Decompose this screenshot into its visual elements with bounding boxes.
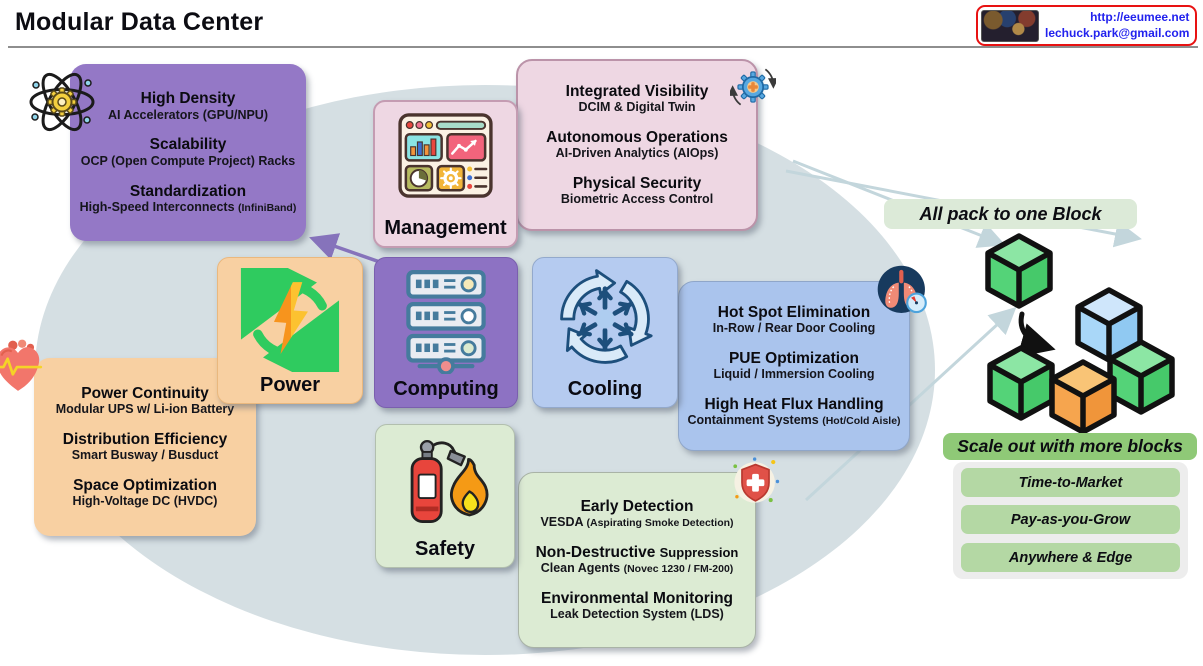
feature-sub: High-Speed Interconnects (InfiniBand) [79, 199, 297, 214]
author-contact-box: http://eeumee.net lechuck.park@gmail.com [976, 5, 1197, 46]
feature-item: Scalability OCP (Open Compute Project) R… [72, 136, 304, 168]
cube-cluster-icon [987, 287, 1175, 435]
atom-icon [29, 72, 95, 132]
lungs-timer-icon [877, 265, 927, 314]
feature-title: Physical Security [572, 175, 702, 193]
feature-sub: Smart Busway / Busduct [71, 448, 219, 463]
feature-item: Early Detection VESDA (Aspirating Smoke … [521, 498, 753, 530]
energy-cycle-icon [240, 268, 340, 372]
module-computing: Computing [374, 257, 518, 408]
benefit-pay-as-you-grow: Pay-as-you-Grow [961, 505, 1180, 534]
feature-sub: OCP (Open Compute Project) Racks [80, 153, 296, 168]
feature-item: Space Optimization High-Voltage DC (HVDC… [36, 477, 254, 509]
author-contact-lines: http://eeumee.net lechuck.park@gmail.com [1045, 10, 1189, 41]
benefit-time-to-market: Time-to-Market [961, 468, 1180, 497]
module-label-cooling: Cooling [567, 378, 643, 400]
feature-sub: VESDA (Aspirating Smoke Detection) [540, 515, 734, 530]
feature-item: PUE Optimization Liquid / Immersion Cool… [681, 350, 907, 382]
feature-title: Non-Destructive Suppression [535, 543, 739, 561]
feature-title: Power Continuity [81, 384, 209, 402]
feature-title: High Heat Flux Handling [704, 396, 884, 414]
header-divider [8, 46, 1198, 48]
module-power: Power [217, 257, 363, 404]
feature-item: Hot Spot Elimination In-Row / Rear Door … [681, 304, 907, 336]
feature-title: PUE Optimization [728, 349, 860, 367]
page-title: Modular Data Center [15, 8, 264, 36]
gear-sync-icon [730, 68, 776, 106]
feature-title: Distribution Efficiency [62, 430, 228, 448]
feature-sub: Modular UPS w/ Li-ion Battery [55, 402, 235, 417]
benefit-anywhere-edge: Anywhere & Edge [961, 543, 1180, 572]
module-label-power: Power [259, 374, 321, 396]
feature-item: Distribution Efficiency Smart Busway / B… [36, 431, 254, 463]
pack-to-block-label: All pack to one Block [884, 199, 1137, 229]
cube-icon [985, 233, 1053, 309]
feature-title: Hot Spot Elimination [717, 303, 871, 321]
fire-extinguisher-flame-icon [410, 439, 489, 523]
feature-sub: Clean Agents (Novec 1230 / FM-200) [540, 561, 734, 576]
feature-title: Integrated Visibility [565, 82, 709, 100]
feature-title: Autonomous Operations [546, 128, 728, 146]
feature-title: Standardization [129, 182, 247, 200]
cube-block-graphic [985, 233, 1175, 435]
feature-title: High Density [140, 90, 236, 108]
scale-out-label: Scale out with more blocks [943, 433, 1197, 460]
feature-title: Scalability [149, 136, 227, 154]
feature-sub: Leak Detection System (LDS) [550, 607, 724, 622]
feature-item: High Density AI Accelerators (GPU/NPU) [72, 90, 304, 122]
scale-arrow-icon [1017, 311, 1056, 358]
feature-sub: In-Row / Rear Door Cooling [712, 321, 876, 336]
feature-title: Early Detection [580, 497, 694, 515]
feature-sub: High-Voltage DC (HVDC) [72, 494, 218, 509]
server-stack-icon [406, 270, 486, 374]
module-management: Management [373, 100, 518, 248]
feature-sub: Liquid / Immersion Cooling [713, 367, 875, 382]
feature-item: Physical Security Biometric Access Contr… [520, 175, 754, 207]
feature-item: High Heat Flux Handling Containment Syst… [681, 396, 907, 428]
feature-item: Power Continuity Modular UPS w/ Li-ion B… [36, 385, 254, 417]
author-thumbnail-image [981, 9, 1039, 42]
feature-item: Environmental Monitoring Leak Detection … [521, 590, 753, 622]
heart-ecg-icon [0, 339, 43, 391]
website-link[interactable]: http://eeumee.net [1090, 9, 1190, 24]
feature-sub: Biometric Access Control [560, 192, 714, 207]
module-label-management: Management [384, 217, 507, 239]
feature-item: Non-Destructive Suppression Clean Agents… [521, 544, 753, 576]
safety-features-box: Early Detection VESDA (Aspirating Smoke … [518, 472, 756, 648]
feature-title: Space Optimization [73, 477, 217, 495]
compute-features-box: High Density AI Accelerators (GPU/NPU) S… [70, 64, 306, 241]
feature-item: Integrated Visibility DCIM & Digital Twi… [520, 83, 754, 115]
module-cooling: Cooling [532, 257, 678, 408]
module-safety: Safety [375, 424, 515, 568]
dashboard-icon [398, 113, 493, 198]
snowflake-cycle-icon [554, 268, 653, 370]
management-features-box: Integrated Visibility DCIM & Digital Twi… [516, 59, 758, 231]
feature-item: Standardization High-Speed Interconnects… [72, 183, 304, 215]
feature-item: Autonomous Operations AI-Driven Analytic… [520, 129, 754, 161]
feature-sub: DCIM & Digital Twin [578, 100, 696, 115]
benefits-panel: Time-to-Market Pay-as-you-Grow Anywhere … [953, 462, 1188, 579]
module-label-safety: Safety [414, 538, 476, 560]
feature-sub: AI-Driven Analytics (AIOps) [555, 146, 719, 161]
feature-sub: AI Accelerators (GPU/NPU) [108, 107, 268, 122]
feature-title: Environmental Monitoring [540, 590, 734, 608]
cooling-features-box: Hot Spot Elimination In-Row / Rear Door … [678, 281, 910, 451]
email-link[interactable]: lechuck.park@gmail.com [1045, 25, 1190, 40]
shield-cross-icon [733, 457, 780, 503]
module-label-computing: Computing [393, 378, 499, 400]
feature-sub: Containment Systems (Hot/Cold Aisle) [687, 413, 901, 428]
